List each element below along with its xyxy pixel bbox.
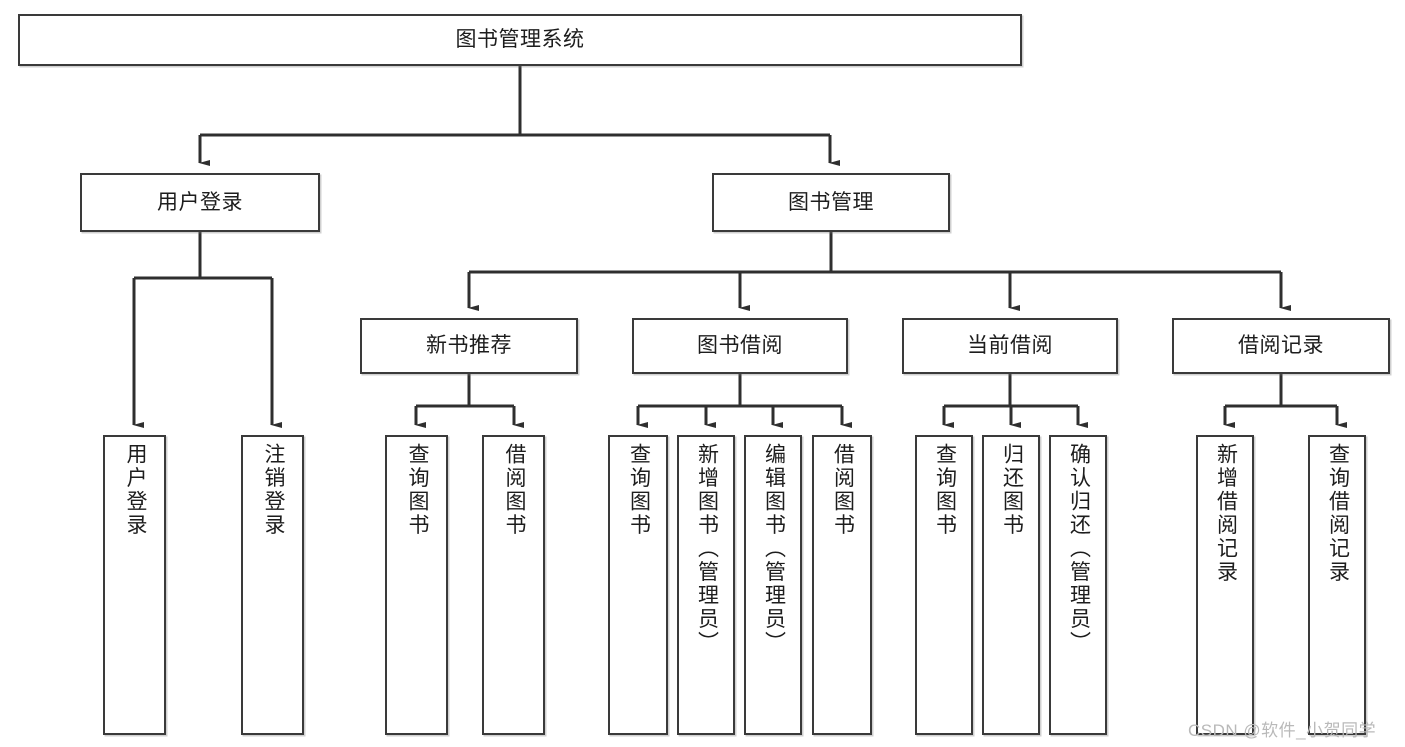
node-leaf-confirm-return-label: 确认归还（管理员）: [1067, 443, 1091, 655]
node-leaf-query-book-2-label: 查询图书: [627, 443, 651, 537]
node-book-manage-label: 图书管理: [788, 190, 874, 214]
node-leaf-borrow-book-2[interactable]: 借阅图书: [812, 435, 872, 735]
node-book-borrow-label: 图书借阅: [697, 334, 783, 358]
node-new-book-rec[interactable]: 新书推荐: [360, 318, 578, 374]
node-leaf-query-book-1-label: 查询图书: [405, 443, 429, 537]
node-leaf-add-record-label: 新增借阅记录: [1214, 443, 1238, 584]
node-leaf-add-book[interactable]: 新增图书（管理员）: [677, 435, 735, 735]
node-leaf-confirm-return[interactable]: 确认归还（管理员）: [1049, 435, 1107, 735]
node-leaf-user-login-label: 用户登录: [123, 443, 147, 537]
node-book-borrow[interactable]: 图书借阅: [632, 318, 848, 374]
node-leaf-query-book-3-label: 查询图书: [933, 443, 957, 537]
node-current-borrow-label: 当前借阅: [967, 334, 1053, 358]
node-leaf-return-book-label: 归还图书: [1000, 443, 1024, 537]
node-new-book-rec-label: 新书推荐: [426, 334, 512, 358]
node-leaf-query-book-3[interactable]: 查询图书: [915, 435, 973, 735]
node-leaf-query-record-label: 查询借阅记录: [1326, 443, 1350, 584]
node-root[interactable]: 图书管理系统: [18, 14, 1022, 66]
node-borrow-record-label: 借阅记录: [1238, 334, 1324, 358]
node-root-label: 图书管理系统: [455, 28, 585, 52]
node-leaf-query-book-1[interactable]: 查询图书: [385, 435, 448, 735]
node-current-borrow[interactable]: 当前借阅: [902, 318, 1118, 374]
node-leaf-add-record[interactable]: 新增借阅记录: [1196, 435, 1254, 735]
node-leaf-edit-book[interactable]: 编辑图书（管理员）: [744, 435, 802, 735]
node-leaf-user-login[interactable]: 用户登录: [103, 435, 166, 735]
node-leaf-query-book-2[interactable]: 查询图书: [608, 435, 668, 735]
node-leaf-user-logout-label: 注销登录: [261, 443, 285, 537]
node-book-manage[interactable]: 图书管理: [712, 173, 950, 232]
node-leaf-borrow-book-1-label: 借阅图书: [502, 443, 526, 537]
node-leaf-query-record[interactable]: 查询借阅记录: [1308, 435, 1366, 735]
node-leaf-add-book-label: 新增图书（管理员）: [695, 443, 719, 655]
csdn-watermark: CSDN @软件_小贺同学: [1188, 721, 1377, 740]
node-borrow-record[interactable]: 借阅记录: [1172, 318, 1390, 374]
node-leaf-return-book[interactable]: 归还图书: [982, 435, 1040, 735]
node-leaf-edit-book-label: 编辑图书（管理员）: [762, 443, 786, 655]
node-leaf-user-logout[interactable]: 注销登录: [241, 435, 304, 735]
node-user-login-label: 用户登录: [157, 190, 243, 214]
node-user-login[interactable]: 用户登录: [80, 173, 320, 232]
node-leaf-borrow-book-1[interactable]: 借阅图书: [482, 435, 545, 735]
node-leaf-borrow-book-2-label: 借阅图书: [831, 443, 855, 537]
